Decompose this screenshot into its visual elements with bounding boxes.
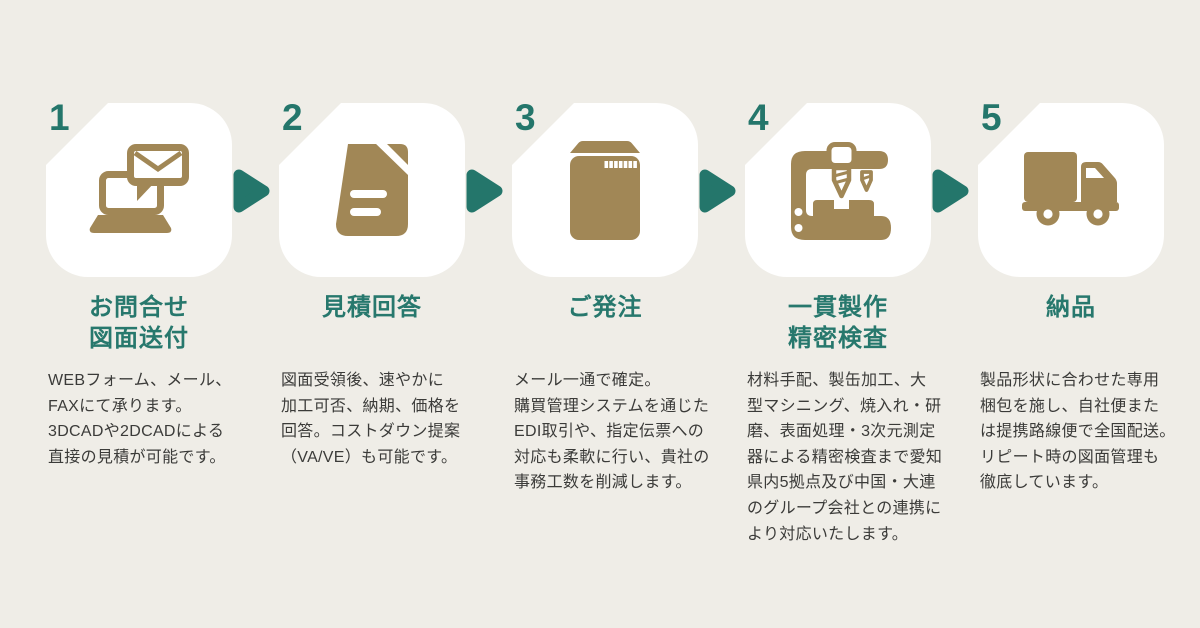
step-title: 一貫製作 精密検査 [788,294,888,353]
step-title: ご発注 [567,294,643,321]
step-description: 材料手配、製缶加工、大 型マシニング、焼入れ・研 磨、表面処理・3次元測定 器に… [747,372,943,543]
step-description: 図面受領後、速やかに 加工可否、納期、価格を 回答。コストダウン提案 （VA/V… [281,372,461,466]
delivery-truck-icon [1022,152,1119,226]
next-step-arrow-icon [930,167,970,215]
step-title: 見積回答 [322,294,422,321]
order-envelope-icon [570,140,640,240]
process-step-5: 5 納品 製品形状に合わせた専用 梱包を施し、自社便また は提携路線便で全国配送… [978,99,1198,543]
machining-icon [791,142,891,240]
step-card [978,103,1164,277]
next-step-arrow-icon [697,167,737,215]
process-step-4: 4 一貫製作 精密検査 材料手配、製缶加工、大 型マシニング、焼入れ・研 磨、表… [745,99,965,543]
step-card [745,103,931,277]
step-card [46,103,232,277]
step-number: 1 [49,97,70,138]
laptop-mail-icon [89,144,189,233]
step-description: WEBフォーム、メール、 FAXにて承ります。 3DCADや2DCADによる 直… [48,372,232,466]
step-description: 製品形状に合わせた専用 梱包を施し、自社便また は提携路線便で全国配送。 リピー… [980,372,1176,492]
step-title: お問合せ 図面送付 [89,294,189,353]
process-step-1: 1 お問合せ 図面送付 WEBフォーム、メール、 FAXにて承ります。 3DCA… [46,99,266,543]
step-title: 納品 [1046,294,1096,321]
step-card [512,103,698,277]
step-number: 2 [282,97,303,138]
step-number: 3 [515,97,536,138]
next-step-arrow-icon [231,167,271,215]
process-step-2: 2 見積回答 図面受領後、速やかに 加工可否、納期、価格を 回答。コストダウン提… [279,99,499,543]
step-number: 4 [748,97,769,138]
step-description: メール一通で確定。 購買管理システムを通じた EDI取引や、指定伝票への 対応も… [514,372,710,492]
next-step-arrow-icon [464,167,504,215]
step-card [279,103,465,277]
process-step-3: 3 ご発注 メール一通で確定。 購買管理システムを通じた EDI取引や、指定伝票… [512,99,732,543]
step-number: 5 [981,97,1002,138]
quote-document-icon [336,144,408,236]
